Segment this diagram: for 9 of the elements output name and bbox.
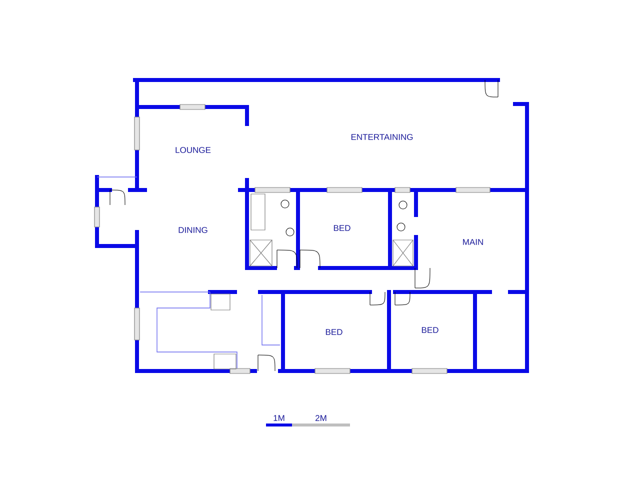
room-label: MAIN — [463, 239, 483, 245]
room-label: ENTERTAINING — [351, 134, 413, 140]
room-label: LOUNGE — [176, 147, 211, 153]
scale-label: 1M — [274, 415, 284, 421]
room-label: BED — [326, 329, 342, 335]
room-label: BED — [422, 327, 438, 333]
room-label: BED — [334, 225, 350, 231]
room-label: DINING — [178, 227, 208, 233]
scale-label: 2M — [316, 415, 326, 421]
